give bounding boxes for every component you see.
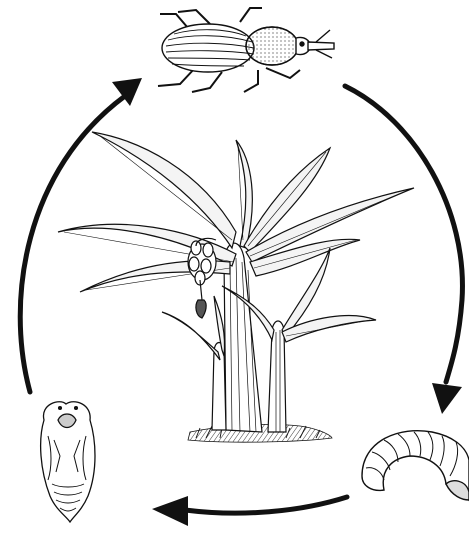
pupa-illustration [41, 402, 95, 522]
arrowhead-larva-to-pupa [152, 496, 188, 526]
weevil-body [162, 24, 254, 72]
arrow-larva-to-pupa [185, 497, 347, 513]
arrow-adult-to-larva [345, 86, 462, 382]
pupa-snout [58, 414, 76, 428]
adult-weevil-illustration [158, 8, 334, 92]
weevil-snout [308, 42, 334, 50]
banana-plant-illustration [58, 132, 414, 442]
larva-grub-illustration [362, 431, 469, 500]
arrowhead-adult-to-larva [432, 383, 462, 414]
banana-bunch [188, 241, 216, 318]
banana-flower [196, 300, 206, 318]
